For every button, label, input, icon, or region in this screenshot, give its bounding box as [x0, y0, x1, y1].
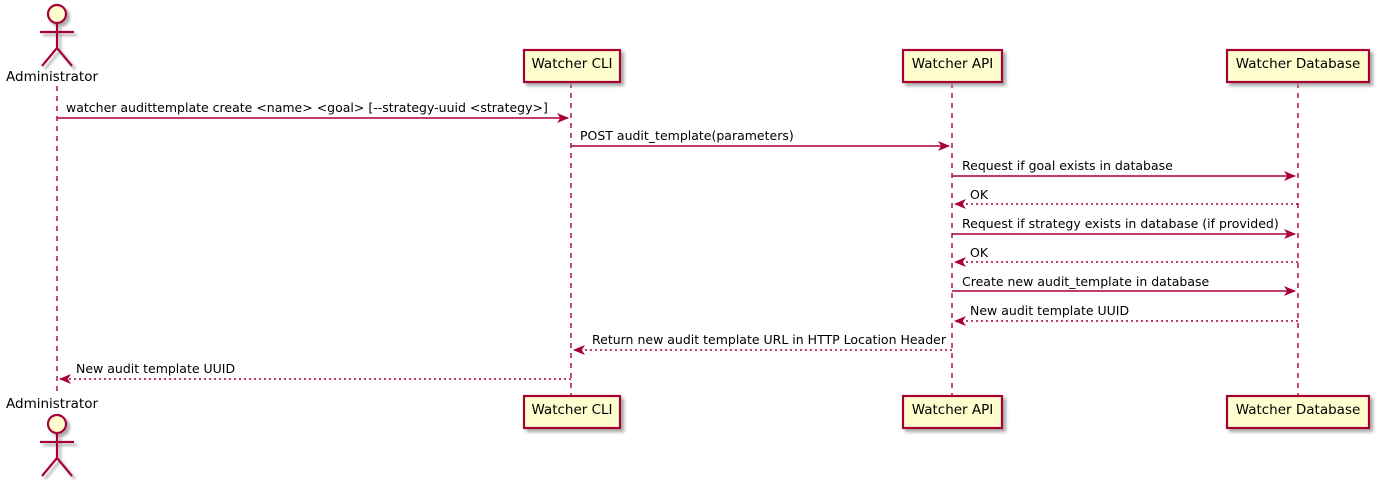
message-label-5: Request if strategy exists in database (… [962, 216, 1279, 231]
actor-head-icon [46, 3, 68, 25]
actor-leg-right-icon [56, 457, 73, 477]
participant-box-database-top[interactable] [1225, 48, 1371, 84]
participant-box-rect [522, 394, 622, 430]
participant-label-api-top: Watcher API [911, 56, 994, 72]
participant-box-api-top[interactable] [901, 48, 1004, 84]
participant-label-admin-top: Administrator [6, 69, 99, 85]
message-label-10: New audit template UUID [76, 361, 236, 376]
participant-label-api-bottom: Watcher API [911, 402, 994, 418]
participant-box-cli-bottom[interactable] [522, 394, 622, 430]
message-label-8: New audit template UUID [970, 303, 1130, 318]
participant-label-cli-top: Watcher CLI [531, 56, 613, 72]
participant-box-rect [901, 48, 1004, 84]
participant-box-rect [1225, 48, 1371, 84]
message-label-7: Create new audit_template in database [962, 274, 1210, 289]
message-label-4: OK [970, 187, 989, 202]
participant-label-database-top: Watcher Database [1235, 56, 1361, 72]
participant-box-rect [1225, 394, 1371, 430]
participant-box-rect [901, 394, 1004, 430]
message-label-1: watcher audittemplate create <name> <goa… [66, 100, 548, 115]
actor-head-icon [46, 413, 68, 435]
actor-admin-bottom[interactable] [40, 413, 74, 477]
participant-label-cli-bottom: Watcher CLI [531, 402, 613, 418]
participant-box-api-bottom[interactable] [901, 394, 1004, 430]
participant-label-database-bottom: Watcher Database [1235, 402, 1361, 418]
message-arrows [57, 113, 1298, 384]
lifelines [56, 83, 1299, 396]
message-label-6: OK [970, 245, 989, 260]
actor-leg-left-icon [41, 457, 58, 477]
actor-leg-right-icon [56, 47, 73, 67]
actor-leg-left-icon [41, 47, 58, 67]
message-label-3: Request if goal exists in database [962, 158, 1173, 173]
participant-box-database-bottom[interactable] [1225, 394, 1371, 430]
message-label-2: POST audit_template(parameters) [580, 128, 794, 143]
participant-box-cli-top[interactable] [522, 48, 622, 84]
message-label-9: Return new audit template URL in HTTP Lo… [592, 332, 946, 347]
participant-label-admin-bottom: Administrator [6, 396, 99, 412]
participant-box-rect [522, 48, 622, 84]
actor-admin-top[interactable] [40, 3, 74, 67]
